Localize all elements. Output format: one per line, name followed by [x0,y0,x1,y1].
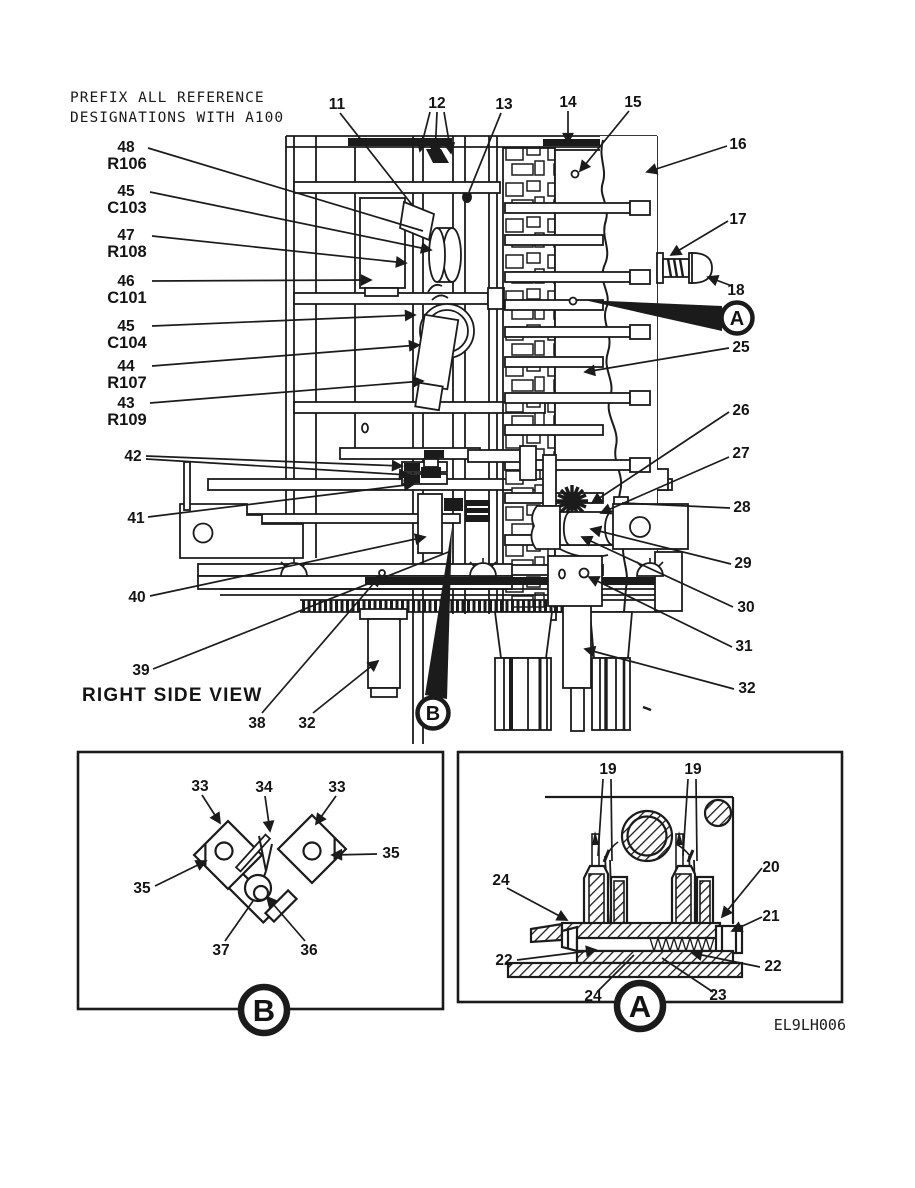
prefix-note-line2: DESIGNATIONS WITH A100 [70,110,284,126]
callout-28: 28 [733,499,751,516]
leader-lines-detail-a [506,778,763,993]
callout-35-right: 35 [382,845,400,862]
callout-45b: 45 [117,318,135,335]
callout-34: 34 [255,779,273,796]
callout-45a: 45 [117,183,135,200]
badge-b-detail-letter: B [253,993,275,1028]
prefix-note-line1: PREFIX ALL REFERENCE [70,90,265,106]
callout-24-left: 24 [492,872,510,889]
callout-48: 48 [117,139,135,156]
callout-23: 23 [709,987,727,1004]
callout-37: 37 [212,942,229,959]
callout-17: 17 [729,211,746,228]
figure-code-label: EL9LH006 [774,1016,846,1034]
mounting-feet [280,558,664,577]
detail-a-pointer-wedge [584,300,722,331]
callout-19-left: 19 [599,761,617,778]
callout-36: 36 [300,942,318,959]
badge-b-main-letter: B [426,703,440,725]
callout-32-left: 32 [298,715,315,732]
callout-38: 38 [248,715,266,732]
callout-44: 44 [117,358,135,375]
callout-26: 26 [732,402,750,419]
callout-15: 15 [624,94,642,111]
badge-a-detail-letter: A [629,989,651,1024]
callout-40: 40 [128,589,145,606]
detail-b-drawing [192,813,348,925]
callout-47: 47 [117,227,134,244]
ref-c103: C103 [107,199,146,217]
badge-a-main [719,300,755,336]
bottom-plates [179,461,683,613]
callout-21: 21 [762,908,780,925]
callout-30: 30 [737,599,754,616]
callout-32-right: 32 [738,680,755,697]
callout-31: 31 [735,638,753,655]
callout-27: 27 [732,445,749,462]
callout-46: 46 [117,273,135,290]
callout-22-left: 22 [495,952,512,969]
capacitor-c103-shape [399,200,462,283]
badge-b-main [415,695,451,731]
pin-item38 [378,569,386,577]
hole-item15 [570,169,580,179]
callout-42: 42 [124,448,141,465]
shaft-knurled-right [589,611,652,731]
callout-33-right: 33 [328,779,346,796]
callout-39: 39 [132,662,150,679]
callout-35-left: 35 [133,880,151,897]
wafer-stack [502,136,657,625]
roller-assembly-shape [530,496,689,558]
detail-a-drawing [506,795,744,979]
screw-icon [656,252,713,284]
callout-18: 18 [727,282,745,299]
ref-r107: R107 [107,374,146,392]
callout-29: 29 [734,555,752,572]
shaft-knurled-left [493,611,554,731]
callout-16: 16 [729,136,747,153]
callout-41: 41 [127,510,145,527]
shaft-smooth [359,608,408,698]
ref-r109: R109 [107,411,146,429]
view-title-label: RIGHT SIDE VIEW [82,685,263,706]
callout-33-left: 33 [191,778,209,795]
hole-detail-a [568,296,578,306]
badge-a-detail [613,979,667,1033]
labels: PREFIX ALL REFERENCE DESIGNATIONS WITH A… [70,90,846,1034]
badge-a-main-letter: A [730,308,744,330]
callout-43: 43 [117,395,135,412]
callout-19-right: 19 [684,761,702,778]
callout-25: 25 [732,339,750,356]
badge-b-detail [237,983,291,1037]
ref-c101: C101 [107,289,146,307]
ref-r106: R106 [107,155,146,173]
callout-13: 13 [495,96,513,113]
detail-b-inset [76,750,445,1037]
callout-11: 11 [329,96,346,113]
shaft-center [562,599,592,732]
leader-lines-main [145,110,735,714]
capacitor-c104-shape [412,283,475,412]
callout-12: 12 [428,95,445,112]
callout-24-bottom: 24 [584,988,602,1005]
main-assembly-drawing [179,135,755,744]
callout-22-right: 22 [764,958,781,975]
callout-14: 14 [559,94,577,111]
index-plate [547,555,603,607]
ref-r108: R108 [107,243,146,261]
detail-b-pointer-wedge [425,527,452,699]
detail-a-inset [456,750,844,1033]
trimmer-shapes [401,445,557,554]
ref-c104: C104 [107,334,147,352]
leader-lines-detail-b [154,794,378,942]
callout-20: 20 [762,859,779,876]
